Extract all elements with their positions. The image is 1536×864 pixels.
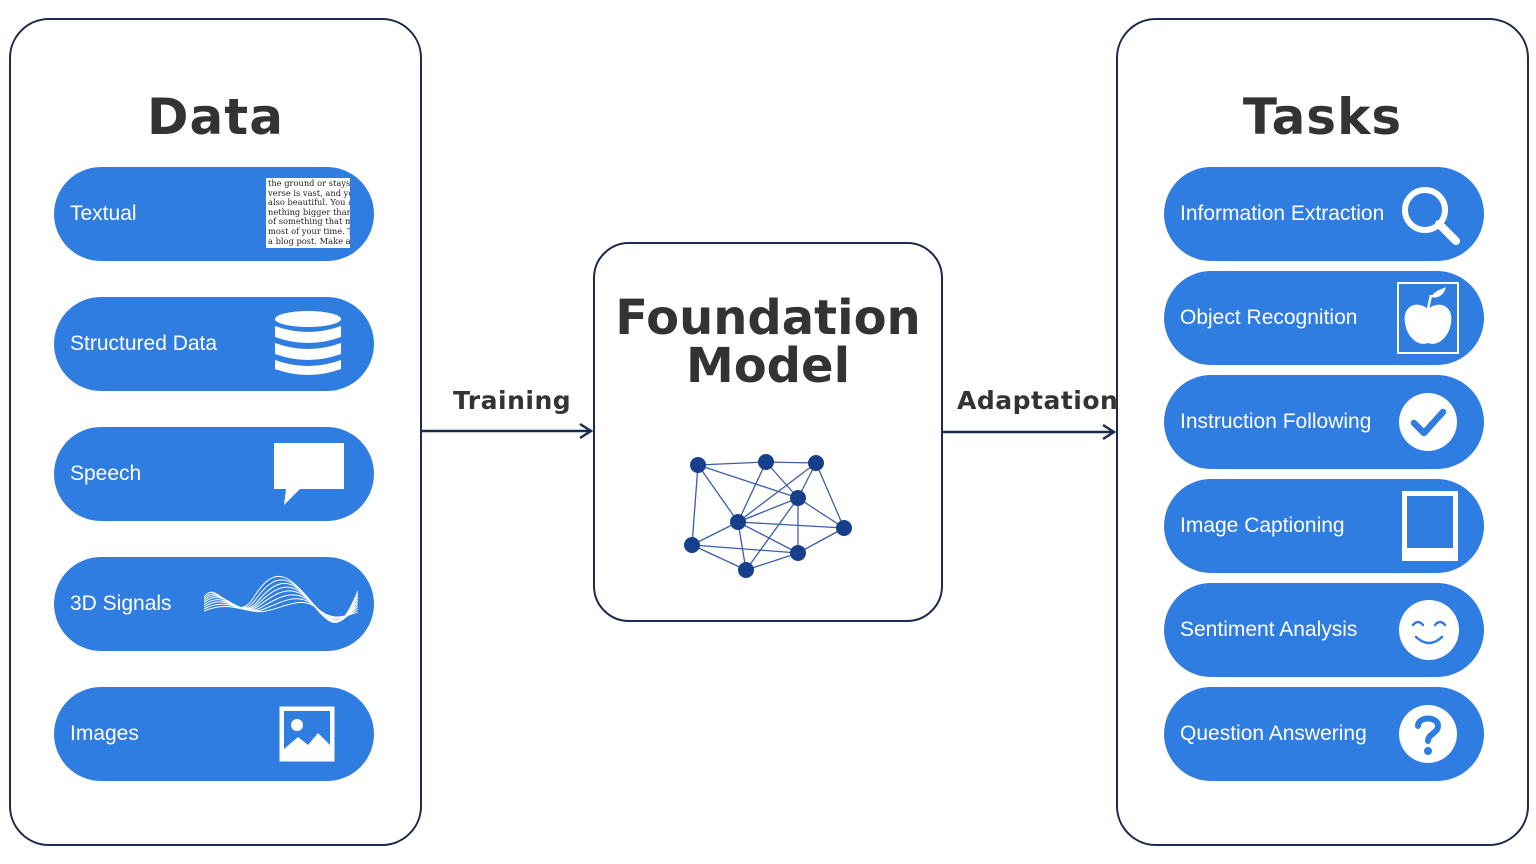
- task-item-instruction-following[interactable]: Instruction Following: [1164, 375, 1484, 469]
- apple-icon: [1397, 282, 1459, 354]
- task-item-information-extraction[interactable]: Information Extraction: [1164, 167, 1484, 261]
- adaptation-arrow: [943, 423, 1117, 441]
- data-item-label: 3D Signals: [70, 592, 172, 615]
- task-item-object-recognition[interactable]: Object Recognition: [1164, 271, 1484, 365]
- training-arrow: [422, 422, 594, 440]
- data-item-label: Speech: [70, 462, 142, 485]
- task-item-label: Instruction Following: [1180, 410, 1372, 433]
- data-item-label: Structured Data: [70, 332, 218, 355]
- data-item-3d-signals[interactable]: 3D Signals: [54, 557, 374, 651]
- photo-frame-icon: [1402, 491, 1458, 561]
- text-snippet-icon: the ground or stays verse is vast, and y…: [266, 178, 350, 248]
- data-item-label: Textual: [70, 202, 137, 225]
- data-item-structured-data[interactable]: Structured Data: [54, 297, 374, 391]
- model-title-line2: Model: [685, 338, 851, 394]
- text-snippet-line: the ground or stays: [268, 178, 350, 188]
- model-title-line1: Foundation: [615, 290, 921, 346]
- task-item-label: Information Extraction: [1180, 202, 1385, 225]
- data-item-textual[interactable]: Textual the ground or stays verse is vas…: [54, 167, 374, 261]
- data-item-speech[interactable]: Speech: [54, 427, 374, 521]
- task-item-label: Question Answering: [1180, 722, 1367, 745]
- text-snippet-line: nething bigger than y: [268, 206, 350, 217]
- speech-bubble-icon: [274, 443, 344, 505]
- smiley-icon: [1399, 600, 1459, 660]
- checkmark-icon: [1399, 393, 1457, 451]
- data-item-images[interactable]: Images: [54, 687, 374, 781]
- tasks-panel: Tasks Information Extraction Object Reco…: [1116, 18, 1529, 846]
- foundation-model-box: Foundation Model: [593, 242, 943, 622]
- text-snippet-line: verse is vast, and yo: [268, 187, 350, 198]
- adaptation-label: Adaptation: [957, 386, 1119, 415]
- text-snippet-line: most of your time. Ta: [268, 225, 350, 236]
- data-panel: Data Textual the ground or stays verse i…: [9, 18, 422, 846]
- task-item-label: Image Captioning: [1180, 514, 1345, 537]
- data-panel-title: Data: [147, 88, 284, 146]
- magnifier-icon: [1402, 187, 1460, 245]
- task-item-question-answering[interactable]: Question Answering: [1164, 687, 1484, 781]
- text-snippet-line: a blog post. Make a: [268, 235, 350, 246]
- data-item-label: Images: [70, 722, 139, 745]
- image-icon: [279, 706, 335, 762]
- neural-network-icon: [684, 454, 852, 578]
- task-item-label: Sentiment Analysis: [1180, 618, 1358, 641]
- task-item-image-captioning[interactable]: Image Captioning: [1164, 479, 1484, 573]
- wave-signal-icon: [204, 576, 358, 623]
- task-item-sentiment-analysis[interactable]: Sentiment Analysis: [1164, 583, 1484, 677]
- database-icon: [275, 311, 341, 375]
- tasks-panel-title: Tasks: [1242, 88, 1403, 146]
- question-mark-icon: [1399, 705, 1457, 763]
- task-item-label: Object Recognition: [1180, 306, 1358, 329]
- training-label: Training: [453, 386, 572, 415]
- text-snippet-line: also beautiful. You a: [268, 197, 350, 208]
- text-snippet-line: of something that m: [268, 216, 350, 227]
